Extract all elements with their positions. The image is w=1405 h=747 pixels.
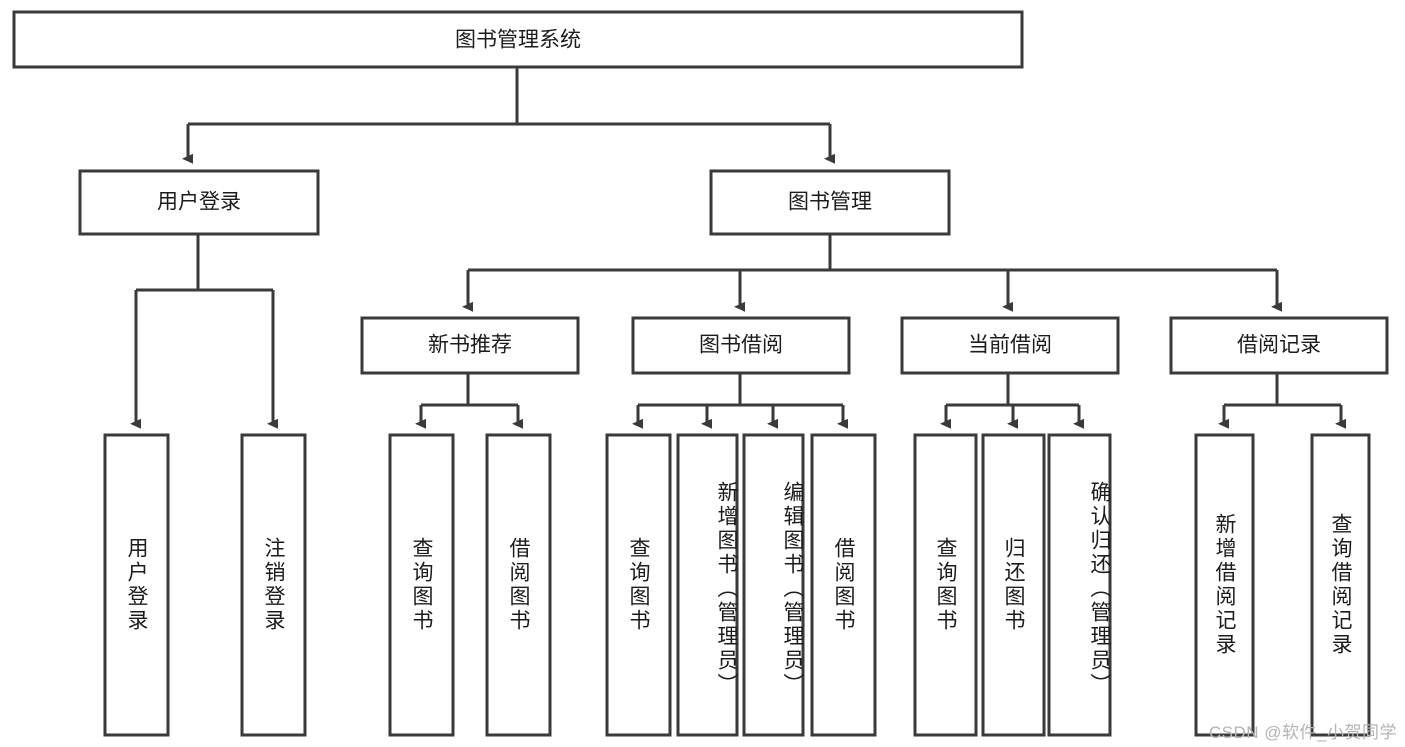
node-leaf-query-book-2[interactable] [605,433,672,737]
node-new-book-recommend[interactable] [360,316,580,375]
node-leaf-edit-book[interactable] [742,433,805,737]
node-leaf-add-book[interactable] [676,433,739,737]
node-leaf-confirm-return[interactable] [1047,433,1112,737]
node-leaf-user-login[interactable] [103,433,170,737]
node-leaf-user-logout[interactable] [240,433,307,737]
node-current-borrow-label: 当前借阅 [968,334,1052,357]
csdn-watermark: CSDN @软件_小贺同学 [1208,723,1397,742]
node-book-management[interactable] [709,169,951,236]
node-borrow-record-label: 借阅记录 [1237,334,1321,357]
node-leaf-query-record[interactable] [1310,433,1371,737]
node-new-book-recommend-label: 新书推荐 [428,334,512,357]
node-leaf-query-book-1[interactable] [388,433,455,737]
node-user-login-label: 用户登录 [157,191,241,214]
node-book-management-label: 图书管理 [788,191,872,214]
node-user-login[interactable] [78,169,320,236]
node-leaf-borrow-book-1[interactable] [485,433,552,737]
node-current-borrow[interactable] [900,316,1120,375]
node-leaf-add-record[interactable] [1194,433,1255,737]
node-leaf-borrow-book-2[interactable] [810,433,877,737]
node-book-borrow-label: 图书借阅 [699,334,783,357]
node-leaf-query-book-3[interactable] [913,433,978,737]
node-leaf-return-book[interactable] [981,433,1046,737]
node-borrow-record[interactable] [1169,316,1389,375]
node-root-label: 图书管理系统 [455,29,581,52]
node-root[interactable] [12,10,1024,69]
node-book-borrow[interactable] [631,316,851,375]
